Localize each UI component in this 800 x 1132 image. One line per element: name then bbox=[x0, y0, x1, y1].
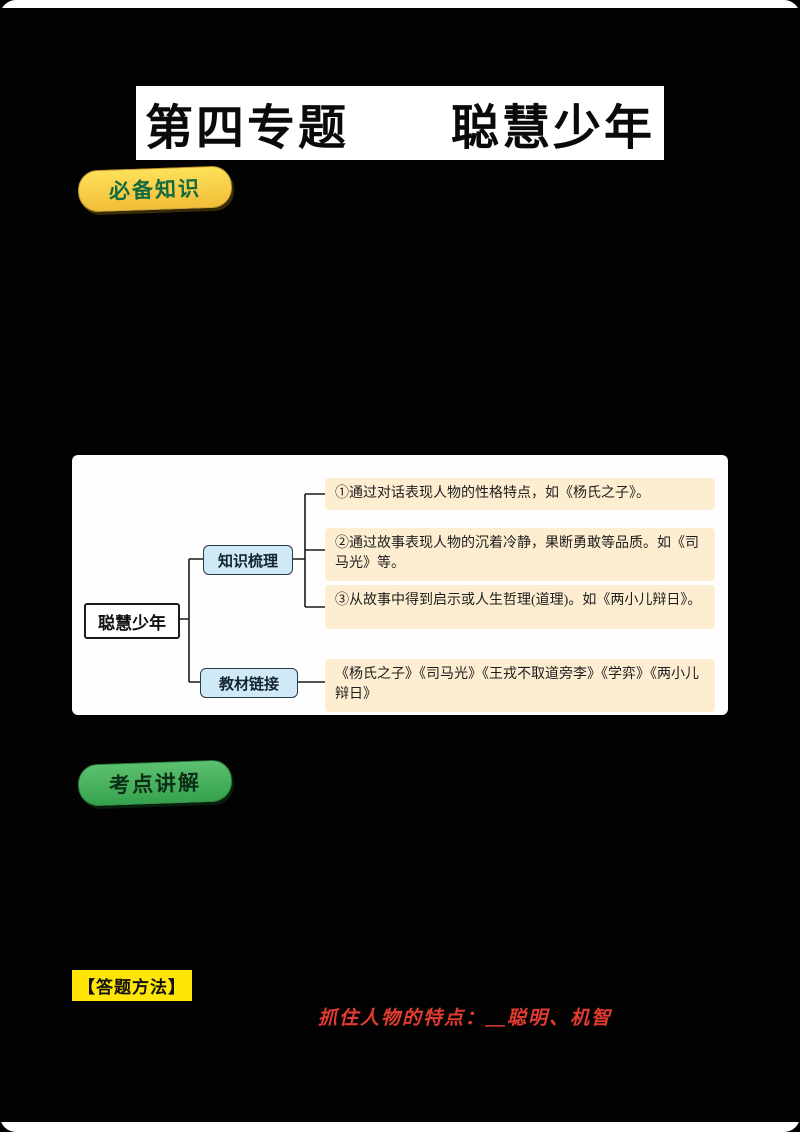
mindmap-leaf-story-quality: ②通过故事表现人物的沉着冷静，果断勇敢等品质。如《司马光》等。 bbox=[325, 528, 715, 581]
section-badge-exam-points: 考点讲解 bbox=[77, 759, 233, 807]
mindmap-panel: 聪慧少年 知识梳理 教材链接 ①通过对话表现人物的性格特点，如《杨氏之子》。 ②… bbox=[72, 455, 728, 715]
section-badge-must-know: 必备知识 bbox=[77, 165, 233, 213]
mindmap-branch-knowledge: 知识梳理 bbox=[203, 545, 293, 575]
mindmap-leaf-textbook-list: 《杨氏之子》《司马光》《王戎不取道旁李》《学弈》《两小儿辩日》 bbox=[325, 659, 715, 712]
title-band: 第四专题 聪慧少年 bbox=[136, 86, 664, 160]
page-title: 第四专题 聪慧少年 bbox=[144, 102, 655, 155]
mindmap-branch-textbook: 教材链接 bbox=[200, 668, 298, 698]
answer-method-label: 【答题方法】 bbox=[72, 970, 192, 1001]
mindmap-connectors bbox=[176, 493, 325, 683]
mindmap-leaf-dialogue: ①通过对话表现人物的性格特点，如《杨氏之子》。 bbox=[325, 478, 715, 511]
mindmap-root-node: 聪慧少年 bbox=[84, 603, 180, 639]
mindmap-leaf-philosophy: ③从故事中得到启示或人生哲理(道理)。如《两小儿辩日》。 bbox=[325, 585, 715, 629]
handwritten-answer-note: 抓住人物的特点：＿聪明、机智 bbox=[318, 1008, 613, 1029]
